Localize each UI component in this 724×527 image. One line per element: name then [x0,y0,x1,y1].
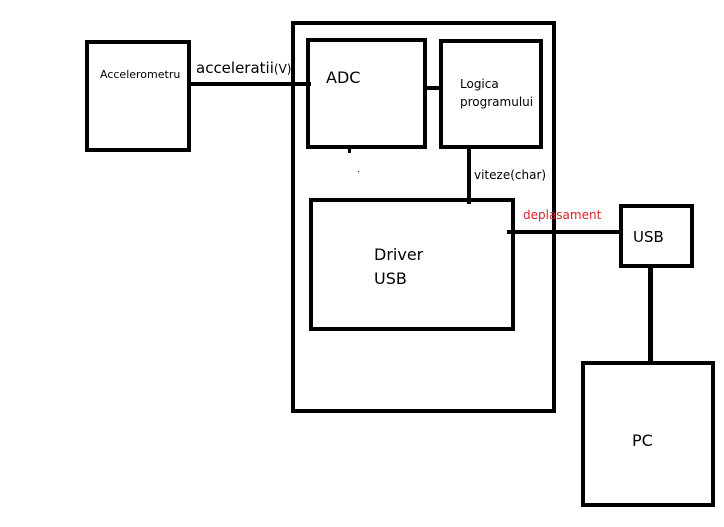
edge-label-speeds: viteze(char) [474,168,547,182]
connector-accelerometer-adc [191,82,311,86]
adc-label: ADC [326,68,361,87]
stray-mark-tick [348,149,351,153]
pc-label: PC [632,431,653,450]
stray-mark-dot [358,171,359,172]
usb-port-block: USB [619,204,694,268]
edge-label-displacement: deplasament [523,208,602,222]
edge-label-accelerations-main: acceleratii [196,59,274,77]
usb-driver-label-line2: USB [374,269,407,288]
edge-label-accelerations: acceleratii(V) [196,59,291,77]
adc-block: ADC [306,38,427,149]
connector-adc-logic [427,86,443,90]
usb-driver-label-line1: Driver [374,245,424,264]
edge-label-accelerations-unit: (V) [273,62,292,76]
connector-logic-driver [467,149,471,204]
program-logic-label-line1: Logica [460,77,499,91]
program-logic-block: Logica programului [439,39,543,149]
pc-block: PC [581,361,715,507]
accelerometer-label: Accelerometru [100,68,181,81]
connector-driver-usb [507,230,623,234]
program-logic-label-line2: programului [460,95,534,109]
usb-driver-block: Driver USB [309,198,515,331]
accelerometer-block: Accelerometru [85,40,191,152]
connector-usb-pc [648,268,653,363]
usb-port-label: USB [633,228,664,246]
